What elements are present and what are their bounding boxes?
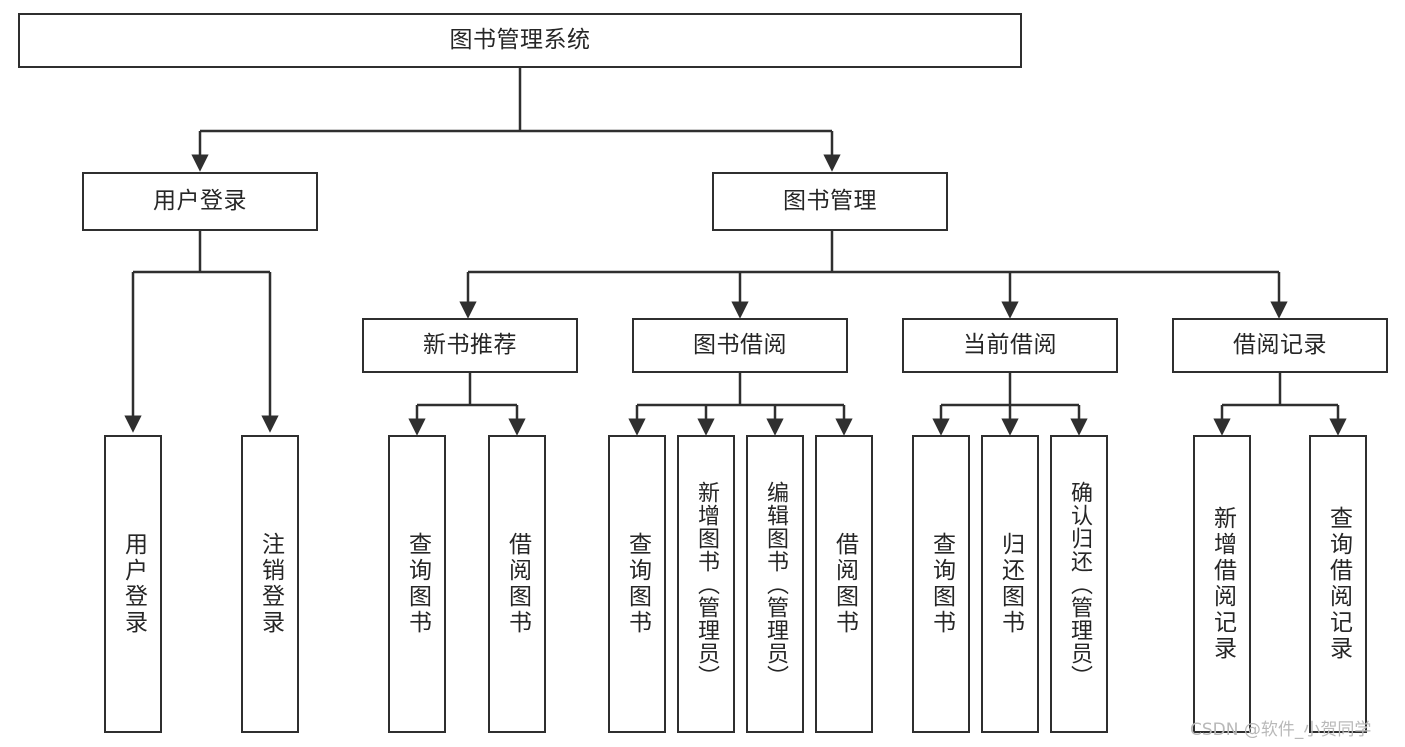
node-label: 图书管理 bbox=[783, 187, 877, 214]
node-leaf-confirm-return-admin[interactable]: 确认归还（管理员） bbox=[1050, 435, 1108, 733]
node-leaf-query-book-recommend[interactable]: 查询图书 bbox=[388, 435, 446, 733]
node-new-book-recommend[interactable]: 新书推荐 bbox=[362, 318, 578, 373]
node-label: 图书借阅 bbox=[693, 331, 787, 358]
node-label: 借阅图书 bbox=[504, 532, 531, 636]
node-leaf-return-book[interactable]: 归还图书 bbox=[981, 435, 1039, 733]
node-leaf-query-book-borrow[interactable]: 查询图书 bbox=[608, 435, 666, 733]
node-label: 归还图书 bbox=[997, 532, 1024, 636]
node-current-borrow[interactable]: 当前借阅 bbox=[902, 318, 1118, 373]
node-label: 图书管理系统 bbox=[449, 26, 591, 53]
node-user-login[interactable]: 用户登录 bbox=[82, 172, 318, 231]
node-label: 编辑图书（管理员） bbox=[763, 480, 788, 688]
node-label: 确认归还（管理员） bbox=[1067, 480, 1092, 688]
node-label: 注销登录 bbox=[257, 532, 284, 636]
node-leaf-add-book-admin[interactable]: 新增图书（管理员） bbox=[677, 435, 735, 733]
node-label: 借阅记录 bbox=[1233, 331, 1327, 358]
node-label: 当前借阅 bbox=[963, 331, 1057, 358]
node-borrow-record[interactable]: 借阅记录 bbox=[1172, 318, 1388, 373]
node-label: 用户登录 bbox=[120, 532, 147, 636]
node-label: 借阅图书 bbox=[831, 532, 858, 636]
node-label: 查询图书 bbox=[928, 532, 955, 636]
node-label: 查询借阅记录 bbox=[1325, 506, 1352, 662]
node-label: 新增图书（管理员） bbox=[694, 480, 719, 688]
node-book-management[interactable]: 图书管理 bbox=[712, 172, 948, 231]
node-leaf-user-logout[interactable]: 注销登录 bbox=[241, 435, 299, 733]
node-leaf-borrow-book-recommend[interactable]: 借阅图书 bbox=[488, 435, 546, 733]
node-leaf-query-book-current[interactable]: 查询图书 bbox=[912, 435, 970, 733]
node-leaf-user-login[interactable]: 用户登录 bbox=[104, 435, 162, 733]
node-label: 新增借阅记录 bbox=[1209, 506, 1236, 662]
node-book-borrow[interactable]: 图书借阅 bbox=[632, 318, 848, 373]
node-leaf-query-borrow-record[interactable]: 查询借阅记录 bbox=[1309, 435, 1367, 733]
node-label: 查询图书 bbox=[404, 532, 431, 636]
csdn-watermark: CSDN @软件_小贺同学 bbox=[1190, 720, 1372, 740]
node-leaf-add-borrow-record[interactable]: 新增借阅记录 bbox=[1193, 435, 1251, 733]
node-leaf-borrow-book[interactable]: 借阅图书 bbox=[815, 435, 873, 733]
node-root-system[interactable]: 图书管理系统 bbox=[18, 13, 1022, 68]
node-label: 用户登录 bbox=[153, 187, 247, 214]
node-label: 新书推荐 bbox=[423, 331, 517, 358]
node-leaf-edit-book-admin[interactable]: 编辑图书（管理员） bbox=[746, 435, 804, 733]
node-label: 查询图书 bbox=[624, 532, 651, 636]
